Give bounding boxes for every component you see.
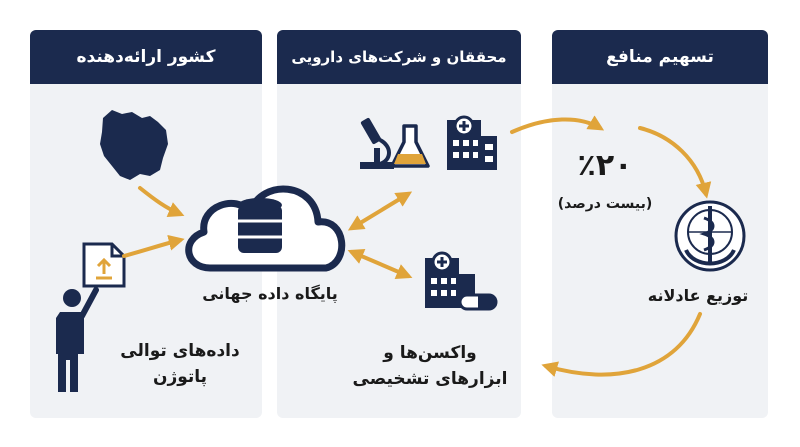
database-label: پایگاه داده جهانی: [202, 284, 338, 303]
arrow-cloud-vaccines: [347, 249, 413, 279]
benefit-sharing-title: تسهیم منافع: [552, 30, 768, 84]
arrow-benefit-to-who: [638, 126, 712, 199]
sequence-data-line1: داده‌های توالی: [120, 341, 240, 361]
hospital-icon: [447, 115, 497, 170]
who-emblem-icon: [674, 200, 746, 272]
arrow-map-to-cloud: [138, 186, 185, 217]
database-icon: [238, 198, 282, 253]
sequence-data-line2: پاتوژن: [152, 367, 208, 387]
researchers-title: محققان و شرکت‌های دارویی: [277, 30, 521, 84]
researchers-panel: محققان و شرکت‌های دارویی: [277, 30, 521, 418]
percent-value: ٪۲۰: [577, 148, 633, 183]
vaccines-line2: ابزارهای تشخیصی: [352, 369, 508, 389]
vaccines-diagnostics-label: واکسن‌ها و ابزارهای تشخیصی: [345, 340, 515, 392]
upload-document-icon: [82, 242, 126, 288]
vaccines-line1: واکسن‌ها و: [383, 343, 477, 363]
hospital-pill-icon: [425, 251, 498, 311]
person-icon: [56, 287, 99, 392]
arrow-cloud-researchers: [347, 191, 413, 231]
arrow-researchers-to-benefit: [510, 115, 605, 134]
sequence-data-label: داده‌های توالی پاتوژن: [110, 338, 250, 390]
equitable-distribution-label: توزیع عادلانه: [647, 286, 749, 305]
arrow-upload-to-cloud: [122, 234, 185, 258]
flask-icon: [390, 124, 430, 168]
percent-words: (بیست درصد): [557, 196, 653, 212]
microscope-icon: [360, 117, 394, 169]
iran-map-icon: [100, 110, 168, 180]
arrow-who-to-vaccines: [541, 312, 702, 377]
provider-country-title: کشور ارائه‌دهنده: [30, 30, 262, 84]
